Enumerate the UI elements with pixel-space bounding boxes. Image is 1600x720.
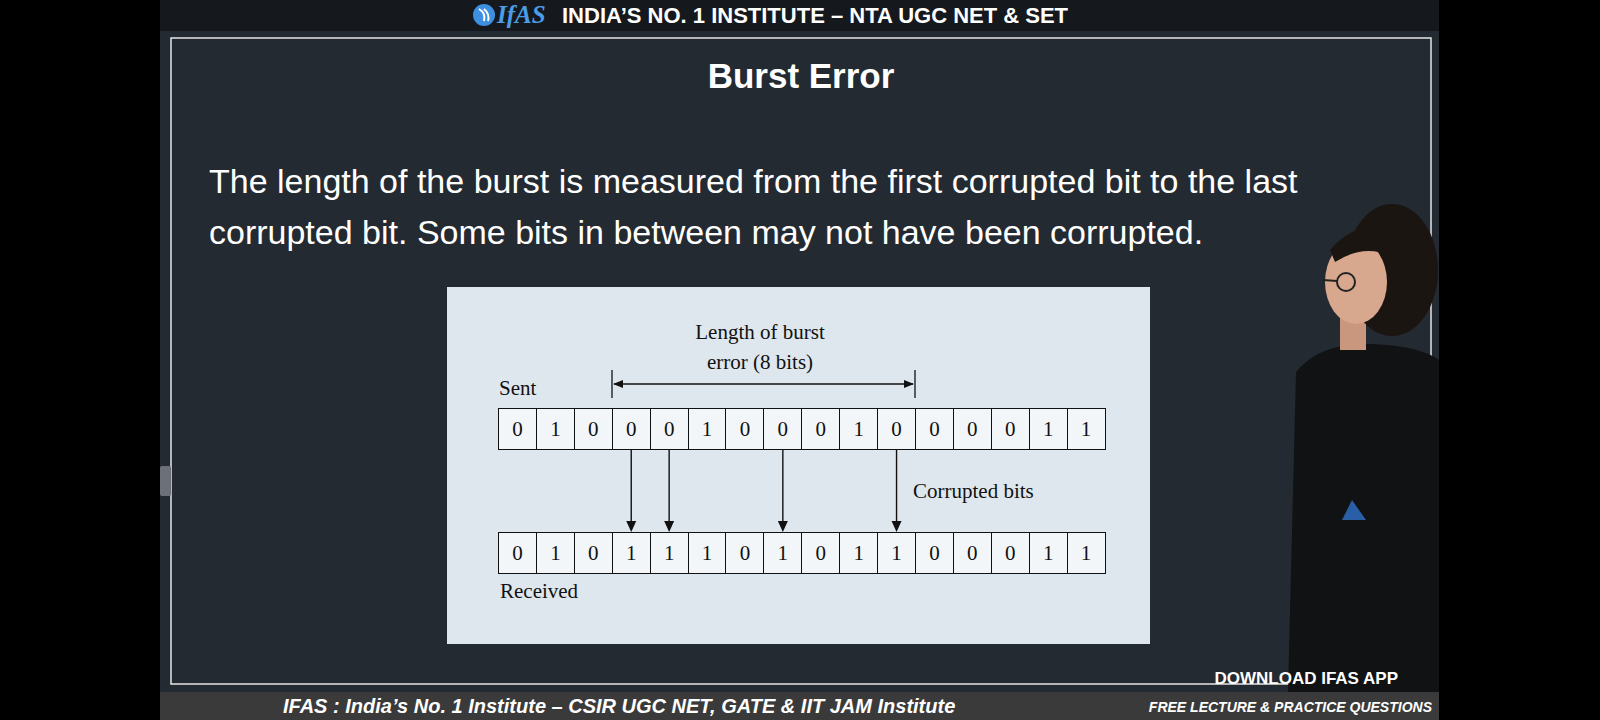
- bit-value: 1: [891, 541, 902, 566]
- bit-cell: 1: [1029, 408, 1068, 450]
- bit-cell: 1: [763, 532, 802, 574]
- bit-value: 1: [1081, 417, 1092, 442]
- bit-value: 0: [815, 541, 826, 566]
- bit-value: 0: [1005, 541, 1016, 566]
- bit-cell: 1: [688, 532, 727, 574]
- bit-cell: 0: [877, 408, 916, 450]
- presenter-figure: [1288, 204, 1439, 692]
- slide-border: [171, 38, 1431, 684]
- bit-value: 1: [1081, 541, 1092, 566]
- bit-cell: 0: [953, 532, 992, 574]
- logo-text: IfAS: [497, 1, 546, 29]
- bit-value: 1: [778, 541, 789, 566]
- bit-value: 1: [853, 417, 864, 442]
- error-arrow: [664, 450, 674, 532]
- bit-value: 0: [740, 541, 751, 566]
- bit-value: 1: [853, 541, 864, 566]
- bit-cell: 1: [612, 532, 651, 574]
- logo-mark: [479, 9, 489, 21]
- bit-value: 0: [664, 417, 675, 442]
- bit-cell: 0: [953, 408, 992, 450]
- body-paragraph: The length of the burst is measured from…: [209, 156, 1309, 258]
- bit-cell: 0: [725, 408, 764, 450]
- side-tab: [160, 466, 171, 496]
- bit-value: 0: [740, 417, 751, 442]
- bit-value: 0: [967, 417, 978, 442]
- diagram-panel: Length of burst error (8 bits) SentCorrup…: [447, 287, 1150, 644]
- bit-cell: 0: [763, 408, 802, 450]
- bit-value: 0: [512, 417, 523, 442]
- error-arrow: [778, 450, 788, 532]
- bit-cell: 1: [536, 532, 575, 574]
- bit-cell: 0: [725, 532, 764, 574]
- error-arrow: [626, 450, 636, 532]
- burst-length-label: Length of burst error (8 bits): [675, 317, 845, 377]
- footer-text: IFAS : India’s No. 1 Institute – CSIR UG…: [283, 694, 955, 718]
- header-text: INDIA’S NO. 1 INSTITUTE – NTA UGC NET & …: [562, 3, 1068, 29]
- error-arrow: [892, 450, 902, 532]
- bit-cell: 0: [498, 408, 537, 450]
- top-band: [160, 0, 1439, 31]
- bit-value: 0: [588, 541, 599, 566]
- bit-value: 0: [588, 417, 599, 442]
- arrow-line: [896, 450, 897, 522]
- bit-cell: 1: [839, 408, 878, 450]
- bit-cell: 0: [915, 408, 954, 450]
- bit-value: 1: [1043, 541, 1054, 566]
- bit-cell: 1: [1067, 408, 1106, 450]
- bit-value: 0: [967, 541, 978, 566]
- bit-cell: 0: [574, 532, 613, 574]
- bit-cell: 0: [612, 408, 651, 450]
- bit-cell: 0: [991, 532, 1030, 574]
- footer-tagline: FREE LECTURE & PRACTICE QUESTIONS: [1149, 697, 1432, 717]
- arrow-line: [631, 450, 632, 522]
- bit-cell: 0: [801, 532, 840, 574]
- bit-cell: 0: [991, 408, 1030, 450]
- bit-cell: 1: [877, 532, 916, 574]
- arrow-line: [782, 450, 783, 522]
- bit-value: 0: [626, 417, 637, 442]
- bit-cell: 1: [1067, 532, 1106, 574]
- bit-cell: 0: [650, 408, 689, 450]
- bit-cell: 0: [574, 408, 613, 450]
- app-banner: DOWNLOAD IFAS APP: [1214, 668, 1398, 690]
- bit-cell: 1: [839, 532, 878, 574]
- bit-value: 1: [550, 541, 561, 566]
- bit-cell: 1: [688, 408, 727, 450]
- bit-value: 0: [929, 541, 940, 566]
- arrow-head: [778, 521, 788, 532]
- bit-value: 1: [550, 417, 561, 442]
- arrow-line: [668, 450, 669, 522]
- bit-value: 0: [512, 541, 523, 566]
- slide-ground: [160, 0, 1439, 720]
- arrow-head: [626, 521, 636, 532]
- bit-cell: 0: [498, 532, 537, 574]
- bit-cell: 0: [801, 408, 840, 450]
- bit-cell: 1: [536, 408, 575, 450]
- bit-value: 0: [891, 417, 902, 442]
- bottom-band: [160, 692, 1439, 720]
- bit-value: 0: [778, 417, 789, 442]
- callout-label: Corrupted bits: [913, 479, 1034, 503]
- bit-cell: 0: [915, 532, 954, 574]
- bit-value: 1: [702, 541, 713, 566]
- logo-circle: [473, 4, 495, 26]
- bit-value: 0: [1005, 417, 1016, 442]
- arrow-head: [892, 521, 902, 532]
- arrow-head: [664, 521, 674, 532]
- bit-value: 1: [702, 417, 713, 442]
- row-label: Sent: [499, 376, 536, 400]
- bit-cell: 1: [1029, 532, 1068, 574]
- row-label: Received: [500, 579, 578, 603]
- bit-cell: 1: [650, 532, 689, 574]
- bit-value: 1: [626, 541, 637, 566]
- bit-value: 0: [815, 417, 826, 442]
- bit-value: 0: [929, 417, 940, 442]
- bit-value: 1: [664, 541, 675, 566]
- bit-value: 1: [1043, 417, 1054, 442]
- slide-title: Burst Error: [171, 54, 1431, 98]
